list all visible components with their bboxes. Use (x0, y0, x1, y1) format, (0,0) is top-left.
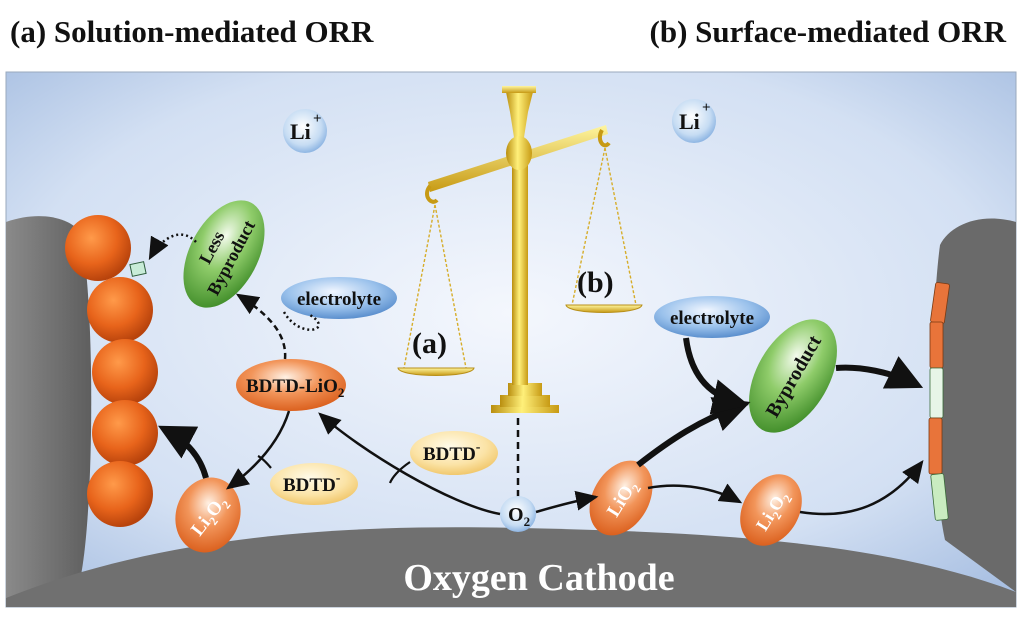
svg-text:BDTD-LiO2: BDTD-LiO2 (246, 376, 344, 400)
svg-text:Li: Li (290, 119, 311, 144)
title-surface-mediated: (b) Surface-mediated ORR (649, 14, 1006, 49)
electrolyte-bubble-left: electrolyte (281, 277, 397, 319)
less-byproduct-bubble: Less Byproduct (183, 200, 265, 308)
svg-text:BDTD-: BDTD- (423, 440, 481, 465)
deposit-ball (92, 400, 158, 466)
title-solution-mediated: (a) Solution-mediated ORR (10, 14, 374, 49)
li2o2-bubble-right: Li2O2 (740, 474, 802, 546)
reaction-arrows (148, 233, 924, 516)
lio2-bubble: LiO2 (589, 460, 653, 536)
deposit-ball (87, 277, 153, 343)
svg-text:O2: O2 (508, 504, 530, 529)
right-surface-film (928, 282, 950, 521)
oxygen-cathode (6, 527, 1016, 607)
svg-text:+: + (702, 100, 711, 116)
deposit-ball (87, 461, 153, 527)
o2-bubble: O2 (500, 496, 536, 532)
deposit-ball (65, 215, 131, 281)
li-ion-left: Li + (283, 109, 327, 153)
li2o2-deposit-balls (65, 215, 158, 527)
svg-text:electrolyte: electrolyte (670, 308, 754, 329)
scale-label-b: (b) (577, 266, 614, 299)
scale-label-a: (a) (412, 327, 447, 360)
left-electrode (6, 216, 92, 598)
oxygen-cathode-label: Oxygen Cathode (403, 557, 674, 599)
bdtd-lio2-bubble: BDTD-LiO2 (236, 359, 346, 411)
svg-text:BDTD-: BDTD- (283, 471, 341, 496)
bdtd-bubble-left: BDTD- (270, 463, 358, 505)
electrolyte-bubble-right: electrolyte (654, 296, 770, 338)
svg-text:electrolyte: electrolyte (297, 289, 381, 310)
li-ion-right: Li + (672, 99, 716, 143)
svg-text:+: + (313, 111, 322, 127)
right-electrode (933, 218, 1016, 592)
small-byproduct-block (129, 261, 147, 277)
svg-text:Li: Li (679, 109, 700, 134)
deposit-ball (92, 339, 158, 405)
bdtd-bubble-middle: BDTD- (410, 431, 498, 475)
li2o2-bubble-left: Li2O2 (175, 477, 241, 553)
balance-scale: (a) (b) (397, 86, 643, 413)
byproduct-bubble: Byproduct (749, 319, 837, 433)
